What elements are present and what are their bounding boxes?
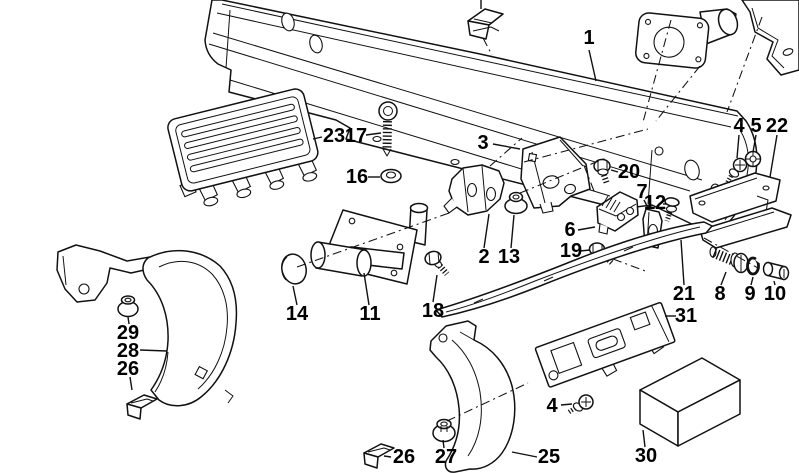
bolt-17 [378,101,398,157]
part-label-23: 23 [323,125,345,147]
part-label-18: 18 [422,300,444,322]
part-label-30: 30 [635,445,657,467]
leader-line-part-1 [588,49,597,82]
leader-line-part-11 [363,272,370,306]
license-plate-base-31 [534,301,676,388]
washer-16 [380,168,402,184]
part-label-13: 13 [498,246,520,268]
leader-line-part-19 [579,249,591,252]
part-label-27: 27 [435,446,457,468]
part-label-21: 21 [673,283,695,305]
part-label-1: 1 [583,27,594,49]
washer-5 [744,150,762,168]
closing-flap-22 [689,172,792,249]
clip-26-left [126,394,158,420]
part-label-25: 25 [538,446,560,468]
leader-line-part-5 [752,134,757,153]
leader-line-part-8 [720,271,727,286]
accessory-box-30 [639,357,741,447]
part-label-12: 12 [644,192,666,214]
mounting-bracket-3 [520,136,591,214]
part-label-10: 10 [764,283,786,305]
end-cap-14 [281,253,307,285]
flange-nut-29 [117,295,139,318]
leader-line-part-21 [680,239,685,286]
part-label-26: 26 [117,358,139,380]
leader-line-part-28 [139,349,168,352]
shock-absorber-mount-plate [635,8,739,69]
part-label-7: 7 [636,181,647,203]
flange-nut-27 [432,418,456,443]
leader-line-part-10 [773,280,776,286]
leader-line-part-22 [769,134,778,178]
screw-4-right [725,157,748,185]
part-label-19: 19 [560,240,582,262]
leader-line-part-26 [383,455,392,458]
flange-nut-13 [504,191,528,215]
part-label-20: 20 [618,161,640,183]
part-label-28: 28 [117,340,139,362]
part-label-31: 31 [675,305,697,327]
leader-line-part-29 [127,316,130,325]
trim-strip-21 [435,221,713,318]
part-label-4: 4 [733,115,745,137]
fender-liner-28 [56,244,238,407]
part-label-8: 8 [714,283,725,305]
leader-line-part-30 [642,429,646,448]
leader-line-part-13 [510,214,515,249]
leader-line-part-3 [492,143,521,150]
leader-line-part-26 [129,376,133,391]
part-label-16: 16 [346,166,368,188]
leader-line-part-9 [750,276,754,286]
leader-line-part-7 [643,199,650,211]
part-label-4: 4 [546,395,558,417]
part-label-6: 6 [564,219,575,241]
pin-12 [664,197,680,222]
lock-washer-9 [746,256,761,276]
part-label-14: 14 [286,303,309,325]
shock-mount-11 [310,202,429,285]
retaining-clip-top [467,0,504,40]
leader-line-part-25 [511,451,538,458]
screw-20 [593,158,611,185]
leader-line-part-23 [312,136,323,140]
leader-line-part-27 [442,439,445,449]
part-label-11: 11 [359,303,380,325]
bolt-8 [709,246,749,274]
body-panel-corner [741,0,799,76]
part-label-2: 2 [478,246,489,268]
leader-line-part-18 [432,274,438,303]
leader-line-part-2 [483,213,490,249]
part-label-5: 5 [750,115,761,137]
leader-line-part-17 [365,132,382,136]
part-label-9: 9 [744,283,755,305]
part-label-26: 26 [393,446,415,468]
construction-lines [296,16,763,422]
leader-line-part-6 [577,226,596,231]
mud-flap-25 [429,320,516,473]
leader-line-part-14 [292,285,298,306]
screw-18 [424,250,450,276]
support-bracket-2 [443,164,505,216]
part-label-22: 22 [766,115,788,137]
leader-line-part-20 [610,169,619,173]
screw-4-bottom [567,394,594,414]
leader-line-part-4 [736,134,740,159]
leader-line-part-4 [560,403,573,406]
mount-tube [310,241,405,277]
impact-module-6 [596,191,639,235]
sleeve-nut-10 [762,261,790,281]
part-label-3: 3 [477,132,488,154]
clip-26-bottom [363,443,395,469]
part-label-17: 17 [345,125,367,147]
bumper-grille [167,88,319,207]
part-label-29: 29 [117,322,139,344]
